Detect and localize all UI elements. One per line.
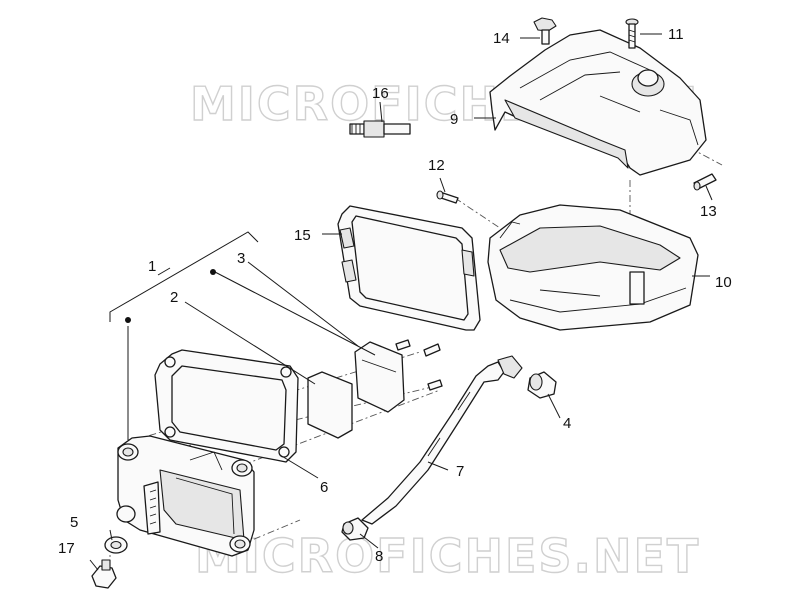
part-7-breather-hose <box>361 355 523 525</box>
callout-17: 17 <box>58 540 75 557</box>
callout-5: 5 <box>70 514 78 531</box>
part-8-clamp <box>341 517 369 541</box>
callout-14: 14 <box>493 30 510 47</box>
part-1-cylinder-head <box>116 435 255 557</box>
part-17-bolt <box>91 559 117 589</box>
part-2-gasket-plate <box>307 371 353 439</box>
callout-9: 9 <box>450 111 458 128</box>
callout-11: 11 <box>668 26 684 43</box>
part-3-plate <box>354 339 443 413</box>
leader-lines <box>89 33 713 571</box>
callout-8: 8 <box>375 548 383 565</box>
part-15-gasket <box>337 205 481 331</box>
callout-1: 1 <box>148 258 156 275</box>
callout-labels: 1 2 3 4 5 6 7 8 9 10 11 12 13 14 15 16 1… <box>58 26 732 565</box>
callout-3: 3 <box>237 250 245 267</box>
callout-2: 2 <box>170 289 178 306</box>
callout-7: 7 <box>456 463 464 480</box>
part-6-head-gasket <box>154 349 299 463</box>
group-bracket <box>109 231 259 322</box>
callout-12: 12 <box>428 157 445 174</box>
part-12-screw <box>436 190 459 204</box>
callout-15: 15 <box>294 227 311 244</box>
part-10-lower-cover <box>487 204 699 331</box>
callout-4: 4 <box>563 415 571 432</box>
part-4-clamp <box>527 371 557 399</box>
callout-6: 6 <box>320 479 328 496</box>
callout-13: 13 <box>700 203 717 220</box>
watermark-bottom: MICROFICHES.NET <box>195 529 700 583</box>
callout-16: 16 <box>372 85 389 102</box>
part-16-spark-plug <box>349 120 411 138</box>
part-9-valve-cover <box>489 29 707 176</box>
part-14-knob <box>533 17 557 45</box>
part-13-bolt <box>693 173 717 191</box>
callout-10: 10 <box>715 274 732 291</box>
part-5-washer <box>104 536 128 554</box>
part-11-screw <box>625 18 639 49</box>
